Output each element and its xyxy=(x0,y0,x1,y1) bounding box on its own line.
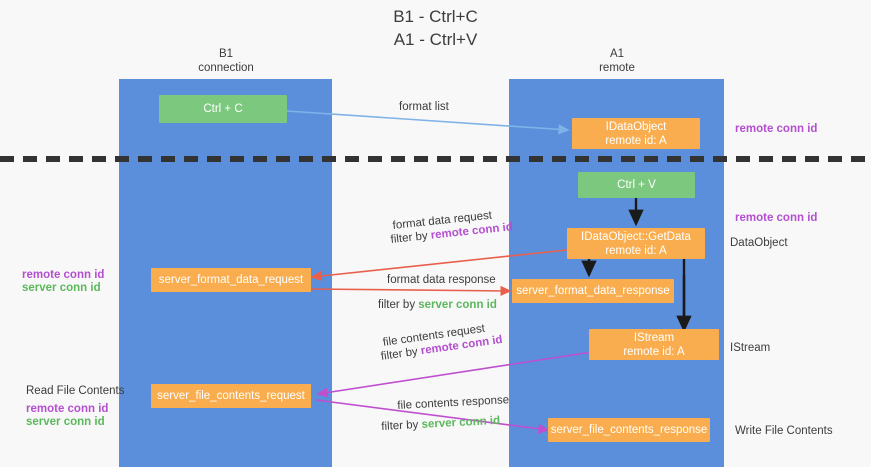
side-label-left-server-conn-id-bottom: server conn id xyxy=(26,416,105,428)
title-line-2: A1 - Ctrl+V xyxy=(393,30,478,49)
box-ctrl-c[interactable]: Ctrl + C xyxy=(159,95,287,123)
side-label-read-file-contents: Read File Contents xyxy=(26,385,125,397)
arrow-file-contents-response xyxy=(315,399,550,434)
phase-divider xyxy=(0,156,871,162)
box-server-file-contents-response-label: server_file_contents_response xyxy=(550,424,708,436)
box-ctrl-v[interactable]: Ctrl + V xyxy=(578,172,695,198)
label-format-data-response: format data response xyxy=(387,274,496,286)
arrow-format-list xyxy=(271,109,570,135)
side-label-remote-conn-id-top: remote conn id xyxy=(735,123,818,135)
box-server-file-contents-response[interactable]: server_file_contents_response xyxy=(548,418,710,442)
side-label-istream: IStream xyxy=(730,342,771,354)
side-label-remote-conn-id-mid: remote conn id xyxy=(735,212,818,224)
side-label-write-file-contents: Write File Contents xyxy=(735,425,833,437)
side-label-left-remote-conn-id-mid: remote conn id xyxy=(22,269,105,281)
label-format-data-response-filter-prefix: filter by xyxy=(378,299,419,311)
box-ctrl-c-label: Ctrl + C xyxy=(203,103,243,115)
box-istream-title: IStream xyxy=(633,331,675,344)
box-idataobject-title: IDataObject xyxy=(605,120,667,133)
column-header-b1-role: connection xyxy=(198,62,254,74)
box-server-file-contents-request[interactable]: server_file_contents_request xyxy=(151,384,311,408)
label-format-list: format list xyxy=(399,101,449,113)
box-istream-sub: remote id: A xyxy=(623,345,685,358)
column-header-b1: B1 connection xyxy=(146,47,306,75)
box-server-format-data-request[interactable]: server_format_data_request xyxy=(151,268,311,292)
page-title: B1 - Ctrl+C A1 - Ctrl+V xyxy=(0,5,871,51)
column-header-a1: A1 remote xyxy=(537,47,697,75)
box-server-file-contents-request-label: server_file_contents_request xyxy=(157,390,305,402)
label-format-data-response-filter: filter by server conn id xyxy=(378,298,497,313)
side-label-left-server-conn-id-mid: server conn id xyxy=(22,282,101,294)
box-istream[interactable]: IStream remote id: A xyxy=(589,329,719,360)
arrow-file-contents-request xyxy=(316,351,593,398)
box-getdata-title: IDataObject::GetData xyxy=(581,230,691,243)
box-idataobject-sub: remote id: A xyxy=(605,134,667,147)
side-label-left-remote-conn-id-bottom: remote conn id xyxy=(26,403,109,415)
box-server-format-data-response[interactable]: server_format_data_response xyxy=(512,279,674,303)
title-line-1: B1 - Ctrl+C xyxy=(393,7,478,26)
column-header-a1-name: A1 xyxy=(609,48,625,60)
box-server-format-data-response-label: server_format_data_response xyxy=(516,285,670,297)
column-header-b1-name: B1 xyxy=(218,48,234,60)
box-idataobject-getdata[interactable]: IDataObject::GetData remote id: A xyxy=(567,228,705,259)
label-format-data-response-filter-key: server conn id xyxy=(418,299,497,311)
label-file-contents-response-filter-prefix: filter by xyxy=(381,418,422,433)
arrow-format-data-response xyxy=(309,285,512,297)
box-ctrl-v-label: Ctrl + V xyxy=(617,179,656,191)
column-header-a1-role: remote xyxy=(599,62,635,74)
label-format-data-request-filter-prefix: filter by xyxy=(390,229,432,246)
box-getdata-sub: remote id: A xyxy=(605,244,667,257)
side-label-dataobject: DataObject xyxy=(730,237,788,249)
label-file-contents-response-filter-key: server conn id xyxy=(421,414,501,431)
box-server-format-data-request-label: server_format_data_request xyxy=(158,274,304,286)
box-idataobject[interactable]: IDataObject remote id: A xyxy=(572,118,700,149)
arrow-format-data-request xyxy=(310,248,577,282)
